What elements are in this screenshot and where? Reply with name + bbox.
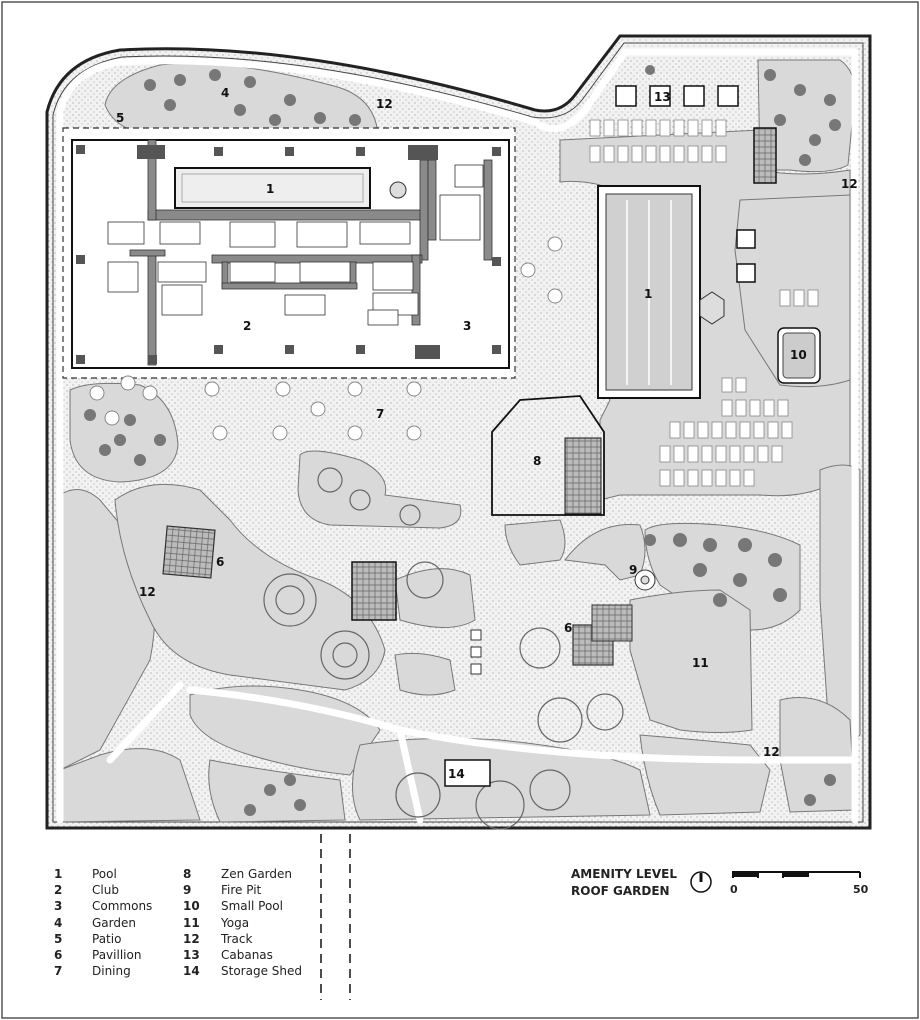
plan-title: AMENITY LEVEL ROOF GARDEN — [571, 866, 677, 900]
stair-east — [753, 127, 777, 184]
label-track-west: 12 — [139, 585, 156, 599]
plan-title-line2: ROOF GARDEN — [571, 884, 670, 898]
area-labels: 1 2 3 4 5 6 6 7 8 9 10 11 12 12 12 12 13… — [116, 86, 858, 781]
pavillion-east-deck — [591, 604, 633, 642]
benches — [470, 629, 482, 675]
scale-start-label: 0 — [730, 883, 738, 896]
label-garden: 4 — [221, 86, 229, 100]
label-track-north: 12 — [376, 97, 393, 111]
cabanas — [615, 85, 756, 283]
small-pool-water — [782, 332, 816, 379]
access-lines — [320, 834, 351, 1000]
east-south-lawn — [639, 734, 771, 816]
label-pool: 1 — [644, 287, 652, 301]
planting-beds — [59, 59, 861, 823]
trees — [263, 467, 624, 830]
label-track-south: 12 — [763, 745, 780, 759]
plan-title-line1: AMENITY LEVEL — [571, 867, 677, 881]
columns — [76, 145, 501, 364]
spa-icon — [389, 181, 407, 199]
label-fire-pit: 9 — [629, 563, 637, 577]
east-lawn-upper — [734, 194, 851, 388]
label-zen-garden: 8 — [533, 454, 541, 468]
label-yoga: 11 — [692, 656, 709, 670]
label-club-pool: 1 — [266, 182, 274, 196]
fire-pit-center — [640, 575, 650, 585]
label-patio: 5 — [116, 111, 124, 125]
garden-bed-northeast — [757, 59, 856, 173]
club-lap-pool-inner — [181, 173, 364, 203]
pool-pavilion-hex — [699, 291, 725, 325]
scale-bar — [732, 871, 861, 878]
scale-end-label: 50 — [853, 883, 869, 896]
north-arrow-icon — [690, 871, 712, 893]
label-pavillion-east: 6 — [564, 621, 572, 635]
track — [56, 48, 859, 824]
site-boundary-inner — [52, 42, 864, 823]
label-storage-shed: 14 — [448, 767, 465, 781]
label-small-pool: 10 — [790, 348, 807, 362]
dining-trees — [89, 236, 563, 441]
building-rooms — [107, 164, 484, 326]
zen-garden-surround — [504, 519, 566, 566]
label-pavillion-west: 6 — [216, 555, 224, 569]
storage-shed — [444, 759, 491, 787]
yoga-area — [629, 589, 753, 733]
center-garden — [297, 450, 462, 529]
mid-bed — [394, 568, 476, 628]
zen-bridge — [564, 437, 602, 515]
southwest-lawn — [59, 748, 201, 823]
pool-lanes — [626, 200, 672, 385]
south-path-lawn — [208, 759, 346, 823]
label-commons: 3 — [463, 319, 471, 333]
west-garden — [69, 382, 179, 483]
label-cabanas: 13 — [654, 90, 671, 104]
mid-path-lawn — [394, 652, 456, 696]
label-track-east: 12 — [841, 177, 858, 191]
yoga-lawn — [644, 522, 801, 631]
center-pergola — [351, 561, 397, 621]
label-club: 2 — [243, 319, 251, 333]
shrubs — [84, 65, 841, 816]
southeast-bed — [779, 697, 856, 813]
pavillion-west — [162, 525, 216, 579]
club-lap-pool — [174, 167, 371, 209]
building-walls — [129, 139, 493, 366]
lounge-chairs — [589, 119, 819, 487]
label-dining: 7 — [376, 407, 384, 421]
